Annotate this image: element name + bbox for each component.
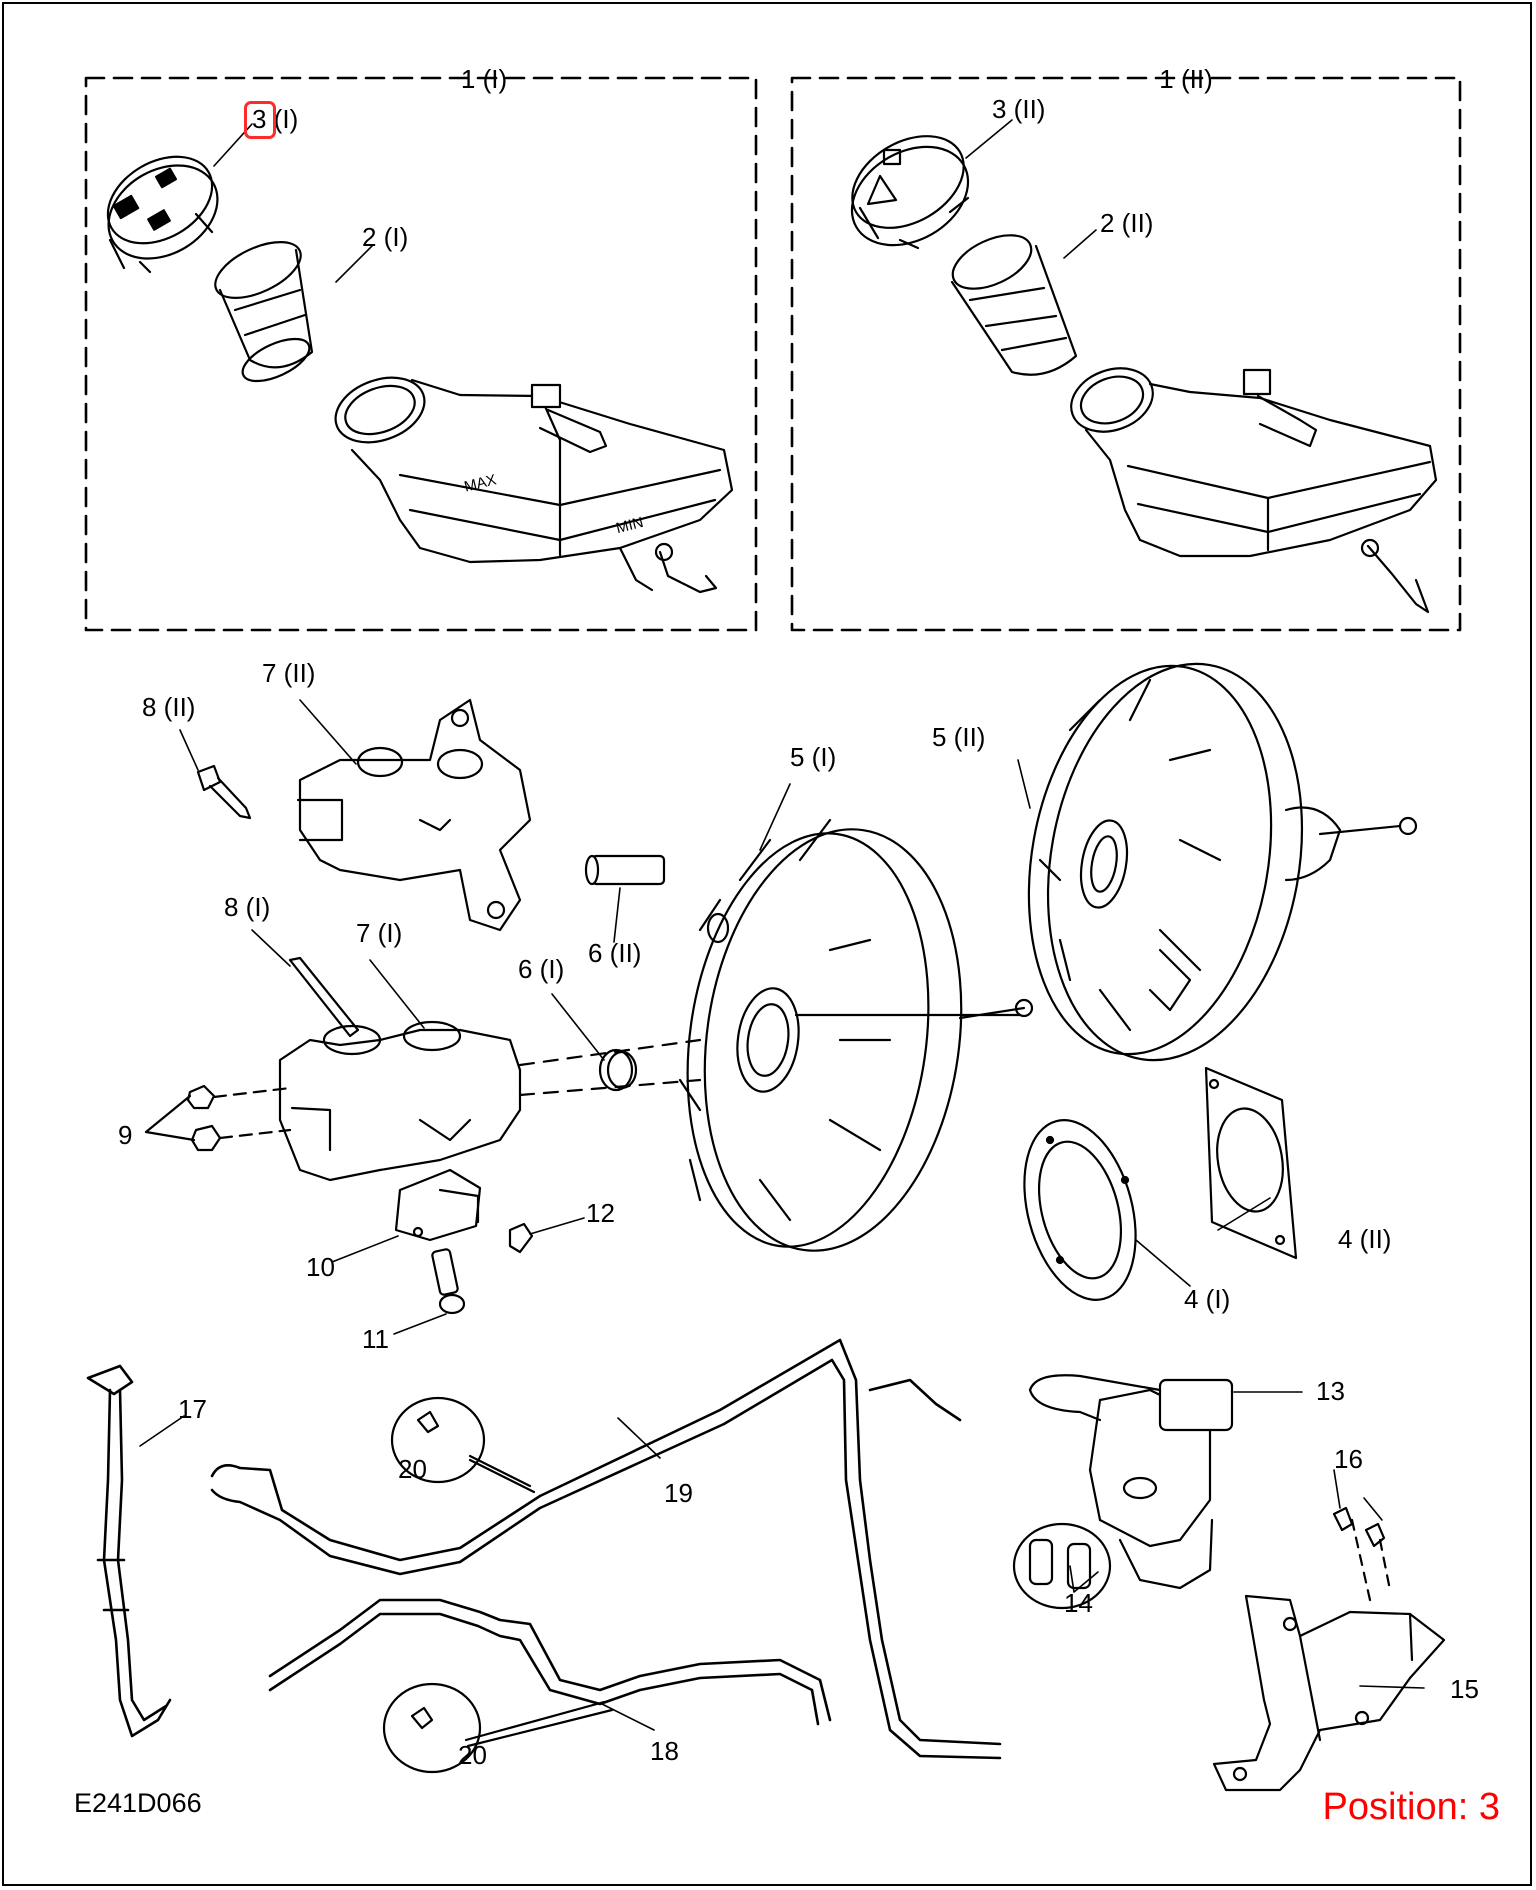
brake-booster-i (678, 818, 1034, 1252)
clamps-20 (382, 1396, 614, 1774)
label-8-i[interactable]: 8 (I) (224, 892, 271, 922)
bolts-16 (1332, 1506, 1392, 1602)
label-5-ii[interactable]: 5 (II) (932, 722, 986, 752)
label-4-i[interactable]: 4 (I) (1184, 1284, 1231, 1314)
selected-callout-highlight (244, 101, 276, 139)
position-indicator: Position: 3 (1322, 1786, 1500, 1828)
pipe-19 (210, 1338, 1002, 1760)
label-4-ii[interactable]: 4 (II) (1338, 1224, 1392, 1254)
seal-6-ii (584, 854, 666, 886)
label-2-ii[interactable]: 2 (II) (1100, 208, 1154, 238)
vacuum-pump-13 (1028, 1374, 1234, 1590)
gasket-4-ii (1204, 1066, 1298, 1260)
master-cylinder-ii (296, 698, 532, 932)
leader-lines (139, 119, 1425, 1731)
label-14[interactable]: 14 (1064, 1588, 1093, 1618)
label-6-i[interactable]: 6 (I) (518, 954, 565, 984)
brake-booster-ii (1027, 662, 1418, 1062)
pipe-18 (268, 1598, 832, 1726)
label-1-i: 1 (I) (460, 64, 508, 94)
sensor-10 (394, 1168, 482, 1242)
label-2-i[interactable]: 2 (I) (362, 222, 409, 252)
group-box-1-i (84, 76, 758, 632)
seal-6-i (598, 1048, 638, 1092)
label-12[interactable]: 12 (586, 1198, 615, 1228)
label-18[interactable]: 18 (650, 1736, 679, 1766)
reservoir-cap-ii (850, 135, 970, 250)
label-16[interactable]: 16 (1334, 1444, 1363, 1474)
hose-17 (86, 1364, 172, 1738)
label-19[interactable]: 19 (664, 1478, 693, 1508)
reservoir-tank-ii (1070, 367, 1438, 614)
bolt-8-ii (196, 764, 252, 820)
reservoir-tank-i (334, 376, 734, 594)
label-10[interactable]: 10 (306, 1252, 335, 1282)
screw-11 (431, 1248, 466, 1315)
clip-12 (508, 1222, 534, 1254)
label-6-ii[interactable]: 6 (II) (588, 938, 642, 968)
label-9[interactable]: 9 (118, 1120, 133, 1150)
reservoir-cap-i (106, 155, 219, 274)
bracket-15 (1212, 1594, 1446, 1792)
label-7-ii[interactable]: 7 (II) (262, 658, 316, 688)
label-7-i[interactable]: 7 (I) (356, 918, 403, 948)
label-8-ii[interactable]: 8 (II) (142, 692, 196, 722)
label-15[interactable]: 15 (1450, 1674, 1479, 1704)
drawing-code: E241D066 (74, 1788, 202, 1818)
label-3-ii[interactable]: 3 (II) (992, 94, 1046, 124)
label-11[interactable]: 11 (362, 1324, 389, 1354)
master-cylinder-i (278, 956, 522, 1182)
label-20-b[interactable]: 20 (458, 1740, 487, 1770)
label-5-i[interactable]: 5 (I) (790, 742, 837, 772)
gasket-4-i (1023, 1119, 1137, 1301)
mount-14 (1012, 1522, 1112, 1610)
strainer-ii (950, 234, 1078, 376)
nuts-9 (144, 1038, 702, 1152)
label-20-a[interactable]: 20 (398, 1454, 427, 1484)
strainer-i (214, 241, 314, 383)
label-1-ii: 1 (II) (1159, 64, 1213, 94)
label-17[interactable]: 17 (178, 1394, 207, 1424)
group-box-1-ii (790, 76, 1462, 632)
label-13[interactable]: 13 (1316, 1376, 1345, 1406)
